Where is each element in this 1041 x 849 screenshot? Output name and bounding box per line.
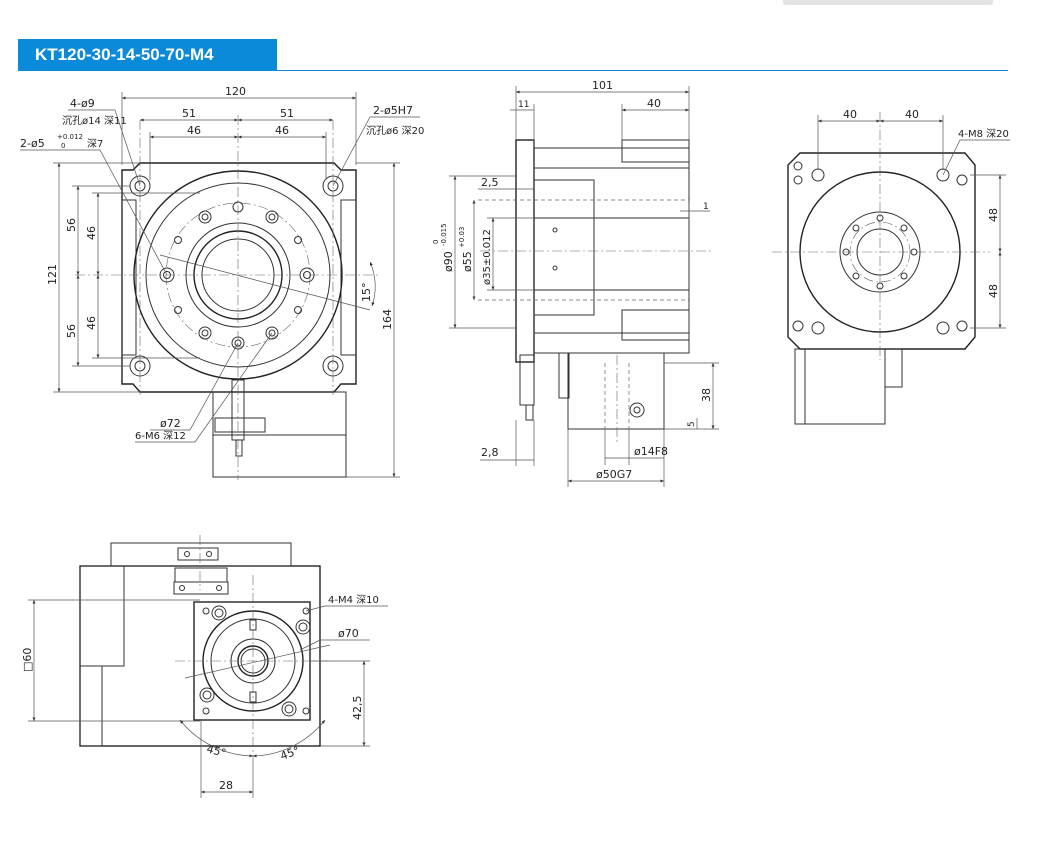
- dim-square-60: □60: [21, 648, 34, 672]
- dim-121: 121: [46, 264, 59, 285]
- note-2-phi5: 2-ø5: [20, 137, 45, 150]
- dim-5: 5: [687, 421, 697, 427]
- dim-phi55: ø55: [461, 251, 474, 272]
- dim-2-5: 2,5: [481, 176, 499, 189]
- note-4-m4: 4-M4 深10: [328, 594, 379, 606]
- top-scroll-bar: [783, 0, 993, 5]
- dim-1: 1: [703, 202, 709, 212]
- dim-40-rear-right: 40: [905, 108, 919, 121]
- tol-phi90-upper: 0: [432, 240, 440, 244]
- dim-46-bottom: 46: [85, 316, 98, 330]
- dim-46-top: 46: [85, 226, 98, 240]
- dim-phi90: ø90: [442, 251, 455, 272]
- side-view: 101 11 40 2,5 1 ø90 0 -0.015 ø55 +0.03 ø…: [432, 79, 719, 487]
- note-counterbore-6: 沉孔ø6 深20: [366, 124, 424, 137]
- note-phi72: ø72: [160, 417, 181, 430]
- title-underline: [18, 70, 1008, 71]
- dim-51-left: 51: [182, 107, 196, 120]
- dim-51-right: 51: [280, 107, 294, 120]
- dim-48-top: 48: [987, 208, 1000, 222]
- dim-46-left: 46: [187, 124, 201, 137]
- dim-101: 101: [592, 79, 613, 92]
- note-4-m8: 4-M8 深20: [958, 128, 1009, 140]
- note-2-phi5h7: 2-ø5H7: [373, 104, 413, 117]
- dim-38: 38: [700, 388, 713, 402]
- dim-45-left: 45°: [205, 742, 227, 760]
- dim-28: 28: [219, 779, 233, 792]
- rear-view: 40 40 4-M8 深20 48 48: [772, 108, 1010, 425]
- tol-phi55: +0.03: [458, 227, 466, 248]
- note-4-phi9: 4-ø9: [70, 97, 95, 110]
- dim-56-top: 56: [65, 218, 78, 232]
- front-view: 120 51 51 46 46 4-ø9 沉孔ø14 深11 2-ø5 +0.0…: [20, 85, 424, 480]
- dim-phi35: ø35±0.012: [482, 229, 493, 285]
- dim-phi14f8: ø14F8: [634, 445, 668, 458]
- note-depth-7: 深7: [87, 138, 103, 150]
- dim-120: 120: [225, 85, 246, 98]
- dim-40-side: 40: [647, 97, 661, 110]
- dim-48-bottom: 48: [987, 284, 1000, 298]
- note-6-m6: 6-M6 深12: [135, 430, 186, 442]
- tol-2-phi5-lower: 0: [61, 142, 65, 150]
- dim-40-rear-left: 40: [843, 108, 857, 121]
- dim-phi70: ø70: [338, 627, 359, 640]
- model-title: KT120-30-14-50-70-M4: [35, 45, 214, 64]
- bottom-view: 4-M4 深10 ø70 □60 42,5 45° 45° 28: [21, 535, 388, 798]
- dim-42-5: 42,5: [351, 696, 364, 721]
- tol-phi90-lower: -0.015: [440, 223, 448, 246]
- tol-2-phi5-upper: +0.012: [57, 133, 83, 141]
- dim-164: 164: [381, 309, 394, 330]
- model-title-tab: KT120-30-14-50-70-M4: [18, 39, 277, 71]
- dim-2-8: 2,8: [481, 446, 499, 459]
- dim-45-right: 45°: [279, 744, 302, 763]
- note-counterbore-14: 沉孔ø14 深11: [62, 114, 127, 127]
- dim-56-bottom: 56: [65, 324, 78, 338]
- dim-15-deg: 15°: [360, 283, 373, 303]
- dim-46-right: 46: [275, 124, 289, 137]
- dim-phi50g7: ø50G7: [596, 468, 632, 481]
- dim-11: 11: [518, 100, 529, 110]
